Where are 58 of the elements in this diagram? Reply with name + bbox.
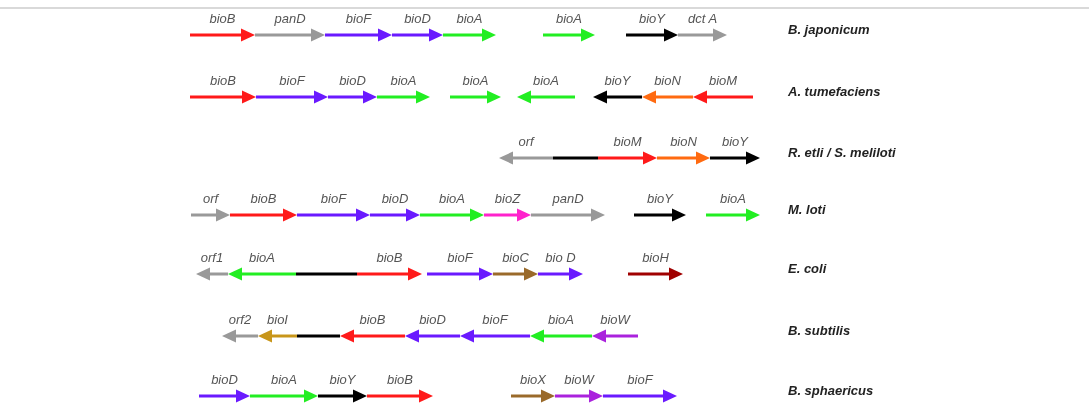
- gene-label: bioB: [210, 72, 236, 88]
- gene-label: bioA: [720, 190, 746, 206]
- species-label: B. sphaericus: [788, 382, 874, 398]
- gene-label: orf1: [200, 249, 224, 265]
- species-label: M. loti: [788, 201, 826, 217]
- gene-label: bioB: [250, 190, 277, 206]
- gene-label: bioD: [419, 311, 446, 327]
- gene-label: bioC: [502, 249, 529, 265]
- gene-label: bioY: [647, 190, 673, 206]
- gene-label: orf: [202, 190, 219, 206]
- gene-label: bioN: [670, 133, 697, 149]
- gene-label: bioI: [267, 311, 288, 327]
- gene-label: bioF: [320, 190, 347, 206]
- species-label: A. tumefaciens: [788, 83, 881, 99]
- gene-label: bioA: [556, 10, 582, 26]
- gene-label: bioF: [627, 371, 653, 387]
- gene-label: bioF: [345, 10, 372, 26]
- gene-label: bioM: [613, 133, 642, 149]
- gene-label: bioW: [600, 311, 630, 327]
- gene-label: bioA: [548, 311, 574, 327]
- gene-label: bioA: [462, 72, 489, 88]
- gene-label: orf2: [228, 311, 252, 327]
- species-label: R. etli / S. meliloti: [788, 144, 896, 160]
- gene-label: bioM: [708, 72, 738, 88]
- gene-label: bioD: [381, 190, 409, 206]
- gene-label: bioY: [604, 72, 631, 88]
- gene-label: bioA: [456, 10, 483, 26]
- gene-label: bioX: [520, 371, 546, 387]
- gene-label: bioB: [387, 371, 413, 387]
- gene-label: bioN: [654, 72, 681, 88]
- gene-label: orf: [518, 133, 534, 149]
- gene-label: bioB: [209, 10, 236, 26]
- gene-label: bioA: [271, 371, 297, 387]
- species-label: E. coli: [788, 260, 827, 276]
- species-label: B. subtilis: [788, 322, 851, 338]
- gene-label: bioY: [329, 371, 356, 387]
- gene-label: bioA: [533, 72, 559, 88]
- gene-label: bioY: [639, 10, 665, 26]
- gene-label: bioY: [722, 133, 748, 149]
- gene-label: bioB: [376, 249, 403, 265]
- gene-label: bioW: [564, 371, 594, 387]
- gene-label: bioA: [439, 190, 465, 206]
- gene-label: bioD: [339, 72, 366, 88]
- gene-label: bio D: [545, 249, 576, 265]
- gene-label: bioA: [249, 249, 275, 265]
- gene-label: panD: [274, 10, 306, 26]
- species-label: B. japonicum: [788, 21, 870, 37]
- gene-label: bioD: [211, 371, 238, 387]
- gene-label: dct A: [687, 10, 718, 26]
- gene-label: bioZ: [494, 190, 521, 206]
- gene-label: bioB: [359, 311, 386, 327]
- gene-label: bioD: [404, 10, 431, 26]
- gene-label: bioF: [279, 72, 305, 88]
- gene-label: bioH: [642, 249, 669, 265]
- gene-label: bioA: [390, 72, 417, 88]
- gene-label: bioF: [447, 249, 473, 265]
- gene-label: bioF: [482, 311, 508, 327]
- gene-label: panD: [552, 190, 584, 206]
